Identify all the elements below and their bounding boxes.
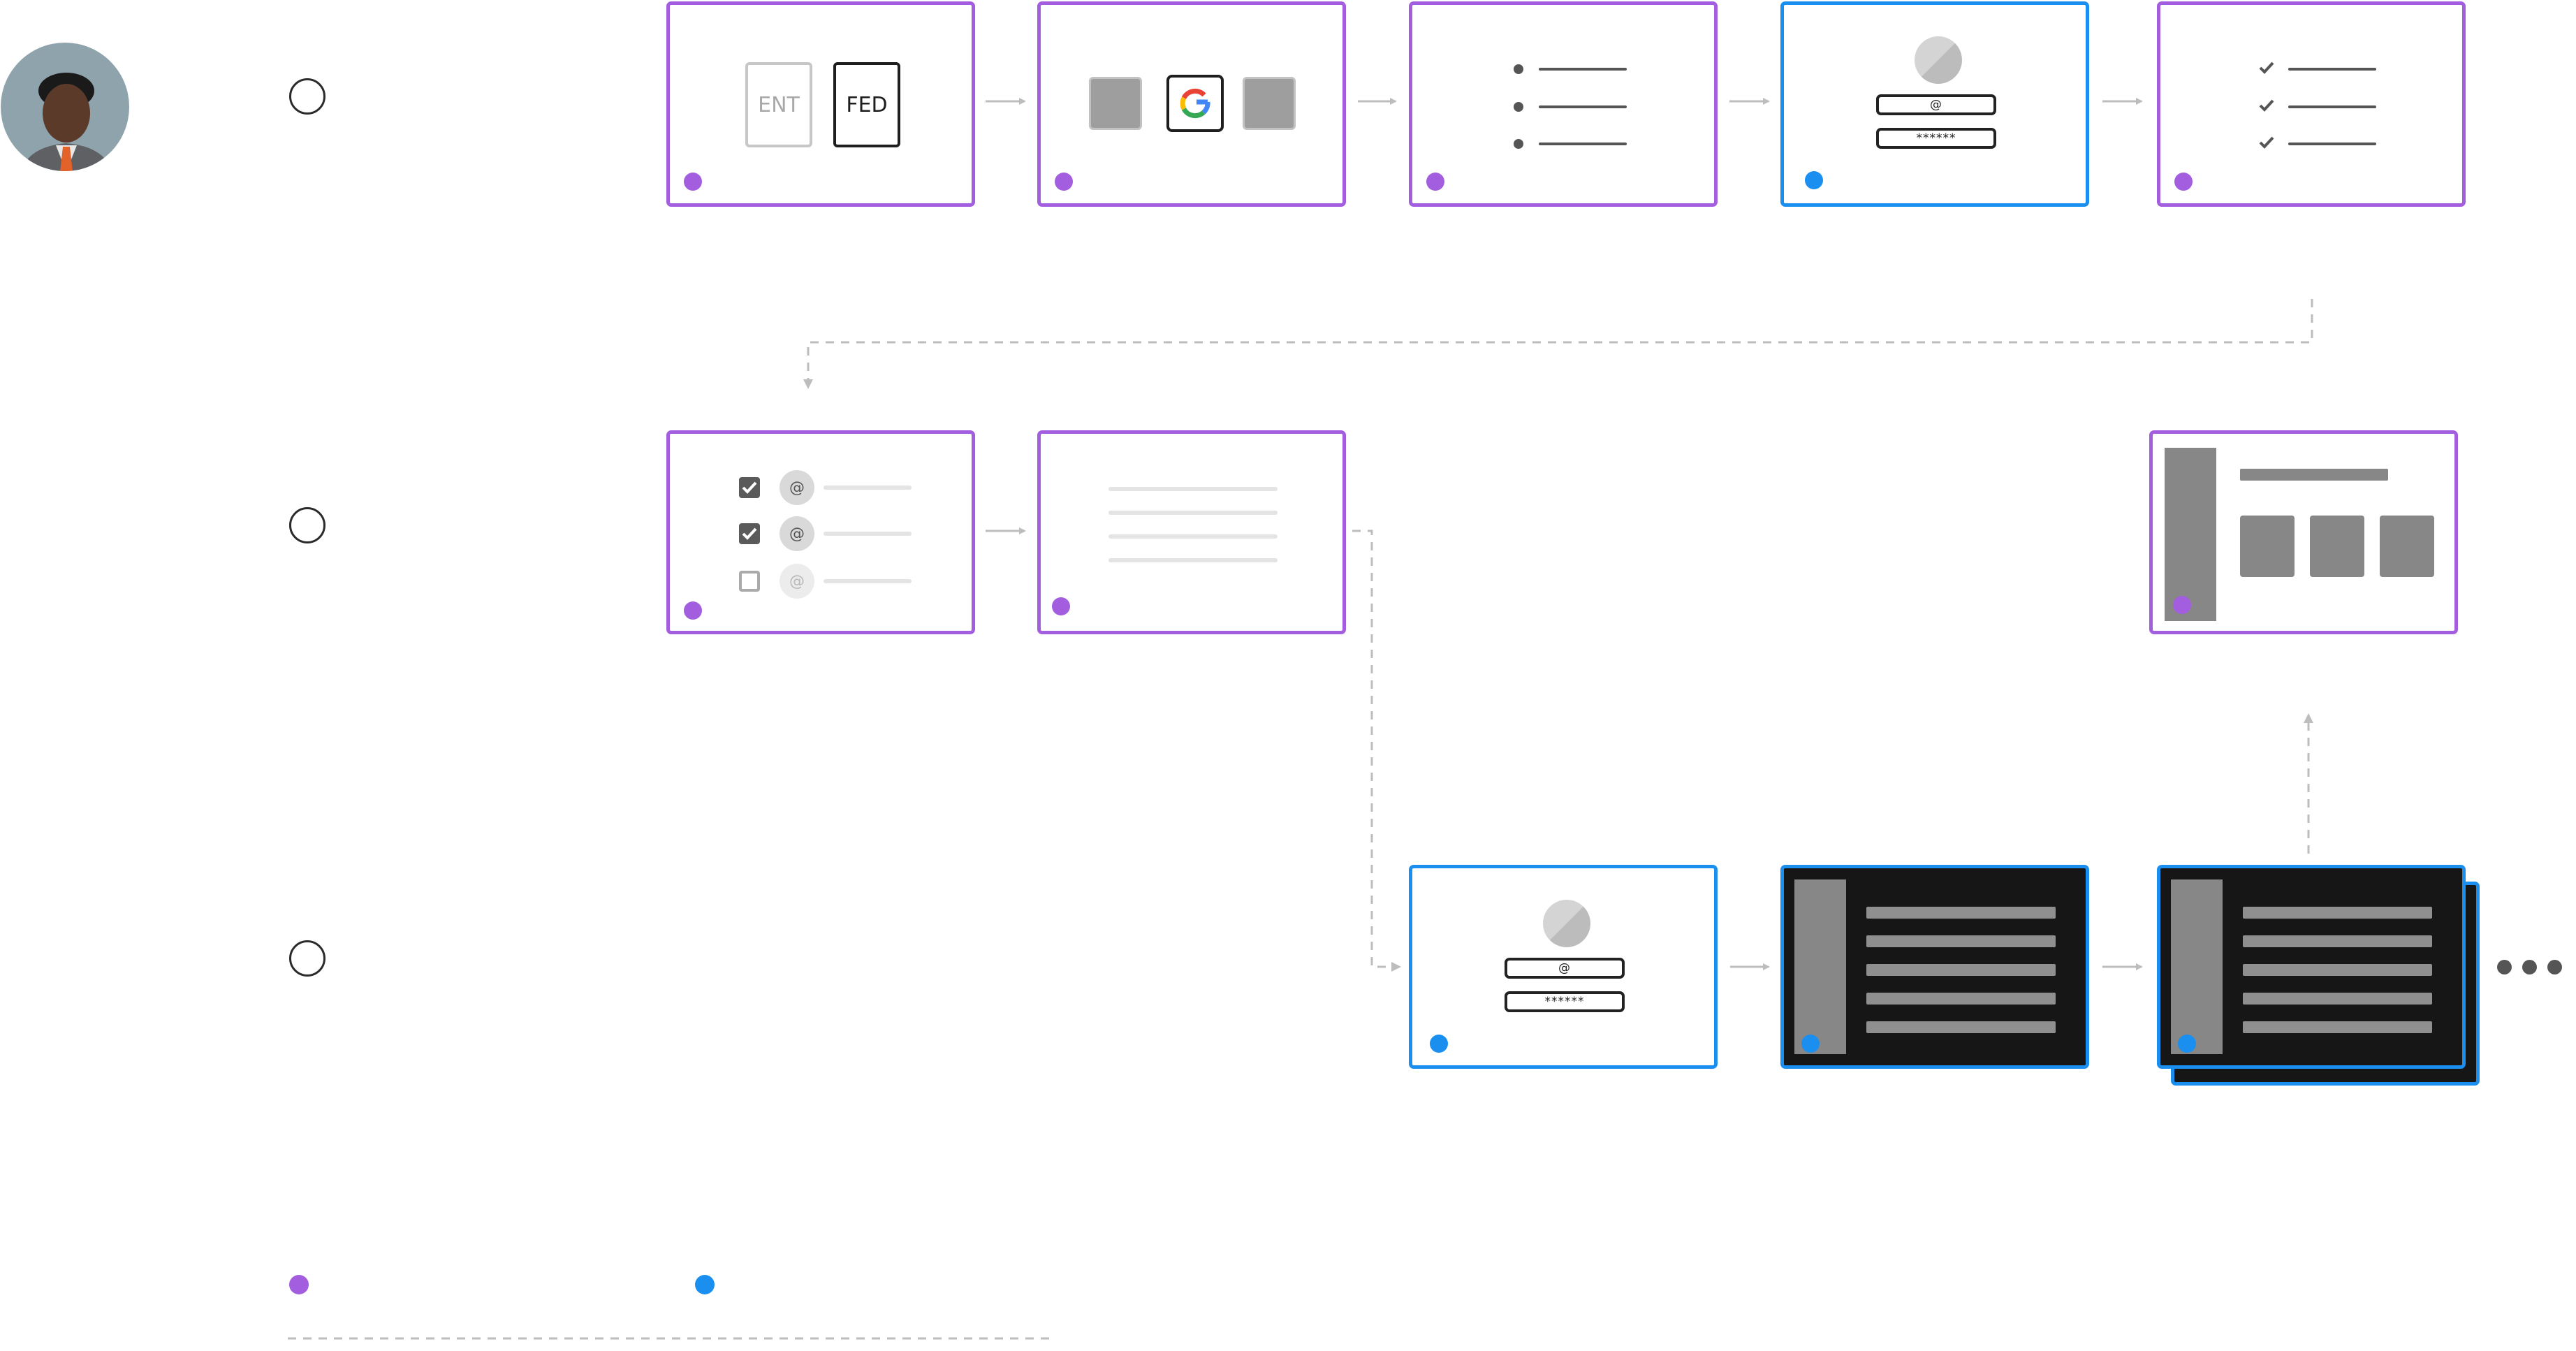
provider-option-left[interactable] (1089, 77, 1142, 130)
text-line (1108, 558, 1278, 562)
purple-dot (1052, 597, 1070, 615)
email-account-avatar: @ (780, 564, 814, 599)
purple-dot (684, 601, 702, 620)
connector-row1-to-row2 (807, 299, 2313, 384)
google-provider-button[interactable] (1166, 75, 1224, 132)
password-field[interactable]: ****** (1505, 991, 1625, 1012)
email-field[interactable]: @ (1505, 958, 1625, 979)
dashboard-tile (2380, 516, 2434, 577)
password-mask: ****** (1916, 131, 1956, 145)
blue-dot (2178, 1035, 2196, 1053)
app-content-line (1866, 993, 2056, 1005)
ent-label: ENT (758, 92, 800, 117)
email-account-avatar: @ (780, 516, 814, 551)
step-3-marker (289, 940, 325, 977)
screen-app-dark[interactable] (1780, 865, 2089, 1069)
check-icon (2259, 61, 2274, 74)
at-symbol: @ (789, 572, 805, 590)
screen-email-selection[interactable]: @ @ @ (666, 430, 975, 634)
dashboard-header-bar (2240, 469, 2388, 481)
check-icon (2259, 136, 2274, 149)
dashboard-tile (2310, 516, 2364, 577)
connector-row2-to-row3 (1352, 530, 1396, 968)
google-g-icon (1180, 88, 1210, 119)
screen-identity-provider[interactable] (1037, 1, 1346, 207)
screen-login[interactable]: @ ****** (1780, 1, 2089, 207)
blue-dot (1805, 171, 1823, 189)
text-line (1108, 511, 1278, 515)
blue-dot (1430, 1035, 1448, 1053)
at-symbol: @ (789, 525, 805, 543)
list-line (1539, 105, 1627, 108)
legend-blue-dot (695, 1275, 715, 1294)
step-2-marker (289, 507, 325, 543)
email-line (824, 532, 912, 536)
screen-login-row3[interactable]: @ ****** (1409, 865, 1718, 1069)
checklist-line (2288, 143, 2376, 145)
purple-dot (2173, 596, 2191, 614)
login-avatar-icon (1543, 900, 1590, 947)
user-photo-avatar-icon (1, 43, 129, 171)
email-field[interactable]: @ (1876, 94, 1996, 115)
purple-dot (1055, 173, 1073, 191)
password-mask: ****** (1544, 994, 1585, 1009)
app-content-line (2243, 1021, 2432, 1033)
screen-enterprise-federated[interactable]: ENT FED (666, 1, 975, 207)
step-1-marker (289, 78, 325, 115)
legend-purple-dot (289, 1275, 309, 1294)
ent-option-button[interactable]: ENT (745, 62, 812, 147)
app-sidebar (1794, 879, 1846, 1054)
fed-option-button[interactable]: FED (833, 62, 900, 147)
checklist-line (2288, 105, 2376, 108)
fed-label: FED (846, 92, 888, 117)
app-sidebar (2171, 879, 2223, 1054)
blue-dot (1801, 1035, 1820, 1053)
password-field[interactable]: ****** (1876, 128, 1996, 149)
app-content-line (1866, 907, 2056, 919)
app-content-line (2243, 993, 2432, 1005)
text-line (1108, 487, 1278, 491)
app-content-line (2243, 964, 2432, 976)
check-icon (2259, 99, 2274, 112)
purple-dot (684, 173, 702, 191)
screen-text-lines[interactable] (1037, 430, 1346, 634)
email-line (824, 579, 912, 583)
app-content-line (1866, 964, 2056, 976)
checkbox-checked[interactable] (739, 523, 760, 544)
at-symbol: @ (789, 479, 805, 497)
screen-dashboard[interactable] (2149, 430, 2458, 634)
screen-checklist[interactable] (2157, 1, 2466, 207)
more-ellipsis-icon (2497, 960, 2567, 975)
login-avatar-icon (1915, 36, 1962, 84)
list-bullet (1514, 64, 1523, 74)
list-line (1539, 68, 1627, 71)
checkbox-unchecked[interactable] (739, 571, 760, 592)
email-placeholder: @ (1558, 961, 1571, 975)
list-bullet (1514, 102, 1523, 112)
email-line (824, 485, 912, 490)
text-line (1108, 534, 1278, 539)
app-content-line (1866, 935, 2056, 947)
screen-app-dark-stack[interactable] (2157, 865, 2466, 1069)
purple-dot (1426, 173, 1444, 191)
check-icon (742, 527, 757, 540)
email-account-avatar: @ (780, 470, 814, 505)
purple-dot (2174, 173, 2193, 191)
email-placeholder: @ (1930, 97, 1942, 112)
check-icon (742, 481, 757, 494)
list-bullet (1514, 139, 1523, 149)
app-content-line (2243, 935, 2432, 947)
user-avatar (0, 42, 130, 172)
app-content-line (2243, 907, 2432, 919)
dashboard-sidebar (2165, 448, 2216, 621)
dashboard-tile (2240, 516, 2295, 577)
checkbox-checked[interactable] (739, 477, 760, 498)
list-line (1539, 143, 1627, 145)
provider-option-right[interactable] (1243, 77, 1296, 130)
checklist-line (2288, 68, 2376, 71)
app-content-line (1866, 1021, 2056, 1033)
screen-list[interactable] (1409, 1, 1718, 207)
